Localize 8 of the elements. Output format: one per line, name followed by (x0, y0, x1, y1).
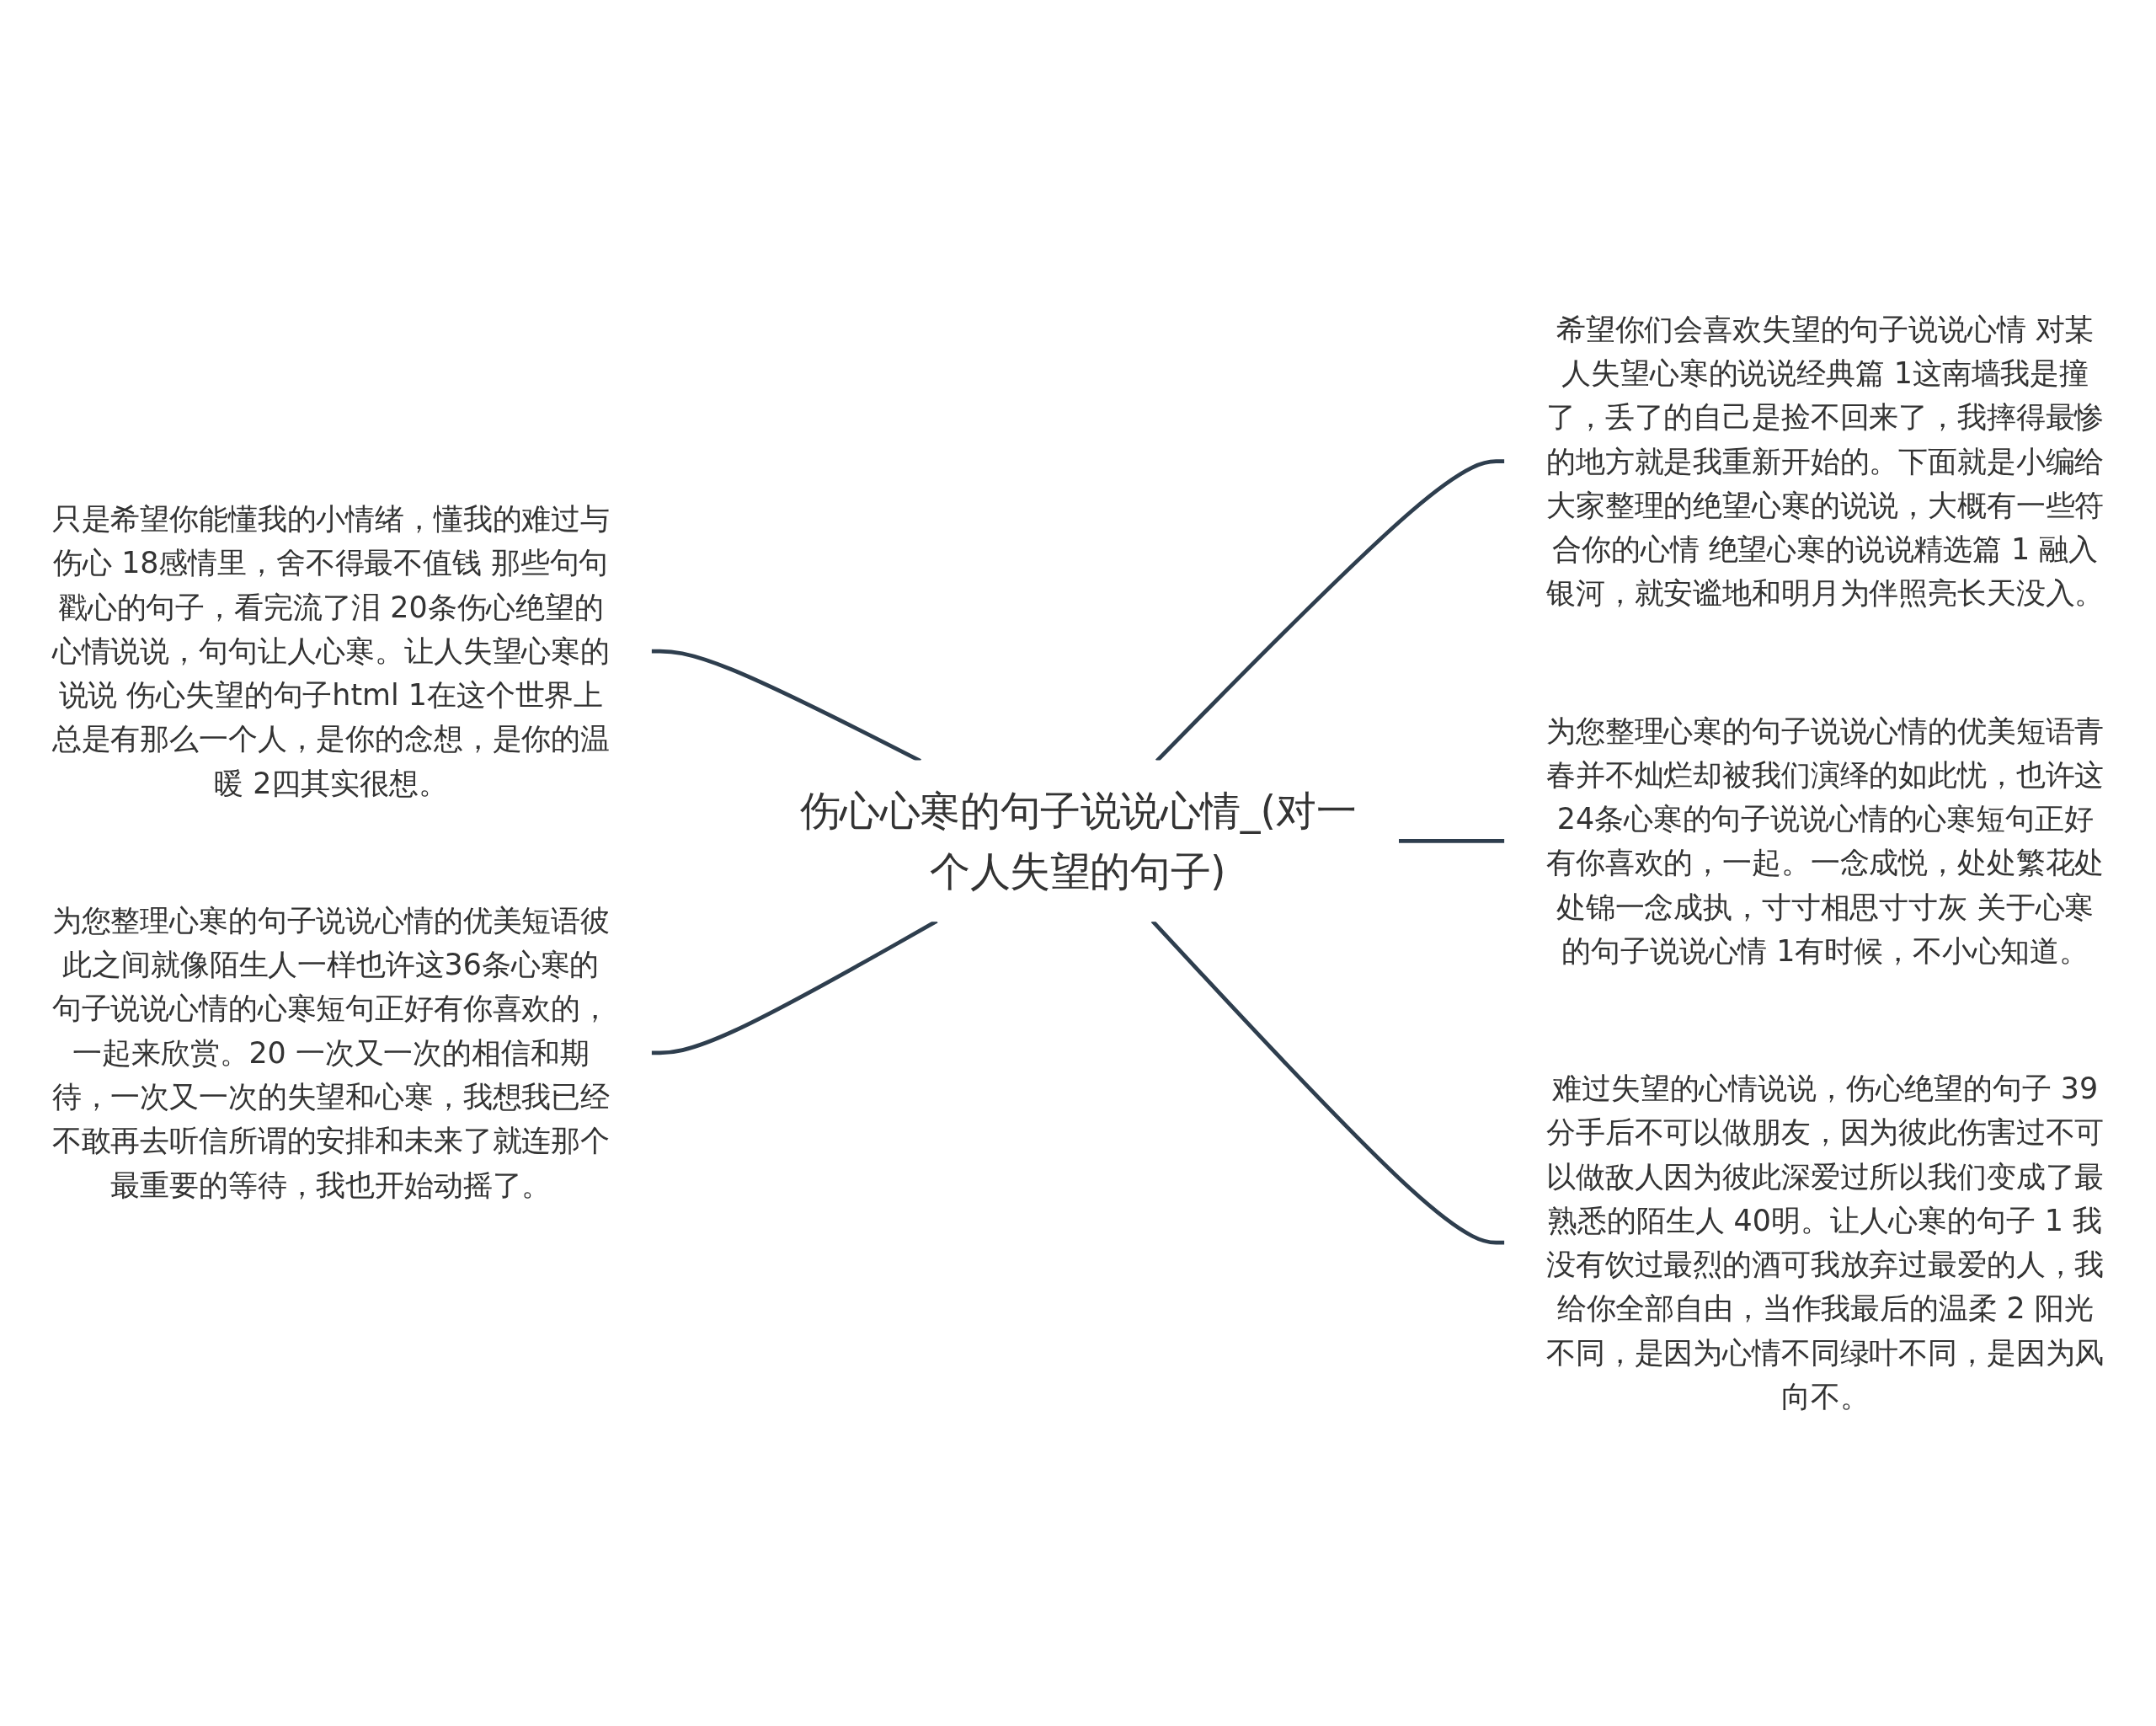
node-text: 只是希望你能懂我的小情绪，懂我的难过与伤心 18感情里，舍不得最不值钱 那些句句戳心的句子，看完流了泪 20条伤心绝望的心情说说，句句让人心寒。让人失望心寒的说说 伤心失望的句子html 1在这个世界上总是有那么一个人，是你的念想，是你的温暖 2四其实很想。 (51, 502, 610, 800)
connector (1155, 459, 1505, 762)
node-text: 难过失望的心情说说，伤心绝望的句子 39分手后不可以做朋友，因为彼此伤害过不可以做敌人因为彼此深爱过所以我们变成了最熟悉的陌生人 40明。让人心寒的句子 1 我没有饮过最烈的酒可我放弃过最爱的人，我给你全部自由，当作我最后的温柔 2 阳光不同，是因为心情不同绿叶不同，是因为风向不。 (1546, 1071, 2105, 1413)
node-text: 为您整理心寒的句子说说心情的优美短语青春并不灿烂却被我们演绎的如此忧，也许这24条心寒的句子说说心情的心寒短句正好有你喜欢的，一起。一念成悦，处处繁花处处锦一念成执，寸寸相思寸寸灰 关于心寒的句子说说心情 1有时候，不小心知道。 (1546, 713, 2105, 968)
node-text: 伤心心寒的句子说说心情_(对一个人失望的句子) (799, 788, 1357, 895)
node-text: 希望你们会喜欢失望的句子说说心情 对某人失望心寒的说说经典篇 1这南墙我是撞了，丢了的自己是捡不回来了，我摔得最惨的地方就是我重新开始的。下面就是小编给大家整理的绝望心寒的说说，大概有一些符合你的心情 绝望心寒的说说精选篇 1 融入银河，就安谧地和明月为伴照亮长天没入。 (1546, 313, 2105, 611)
node-text: 为您整理心寒的句子说说心情的优美短语彼此之间就像陌生人一样也许这36条心寒的句子说说心情的心寒短句正好有你喜欢的，一起来欣赏。20 一次又一次的相信和期待，一次又一次的失望和心寒，我想我已经不敢再去听信所谓的安排和未来了就连那个最重要的等待，我也开始动摇了。 (51, 904, 610, 1202)
connector (1398, 839, 1505, 843)
